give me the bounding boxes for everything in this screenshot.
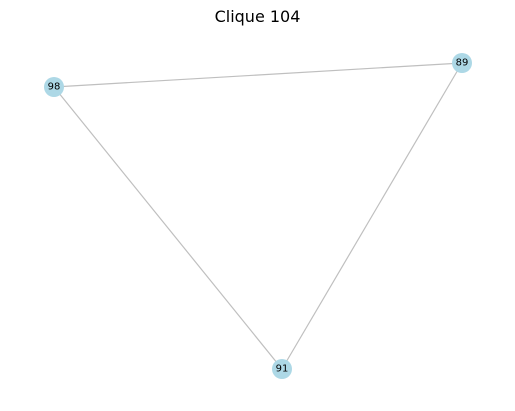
edge-98-91 [53,86,283,370]
node-circle [44,77,64,97]
diagram-title: Clique 104 [214,7,301,26]
edges-layer [53,62,463,370]
edge-89-91 [281,62,463,370]
node-label: 98 [48,82,61,93]
node-label: 91 [276,364,289,375]
nodes-layer: 98 89 91 [44,53,472,379]
node-circle [452,53,472,73]
node-label: 89 [456,58,469,69]
node-91: 91 [272,359,292,379]
node-89: 89 [452,53,472,73]
node-98: 98 [44,77,64,97]
edge-98-89 [53,62,463,88]
node-circle [272,359,292,379]
